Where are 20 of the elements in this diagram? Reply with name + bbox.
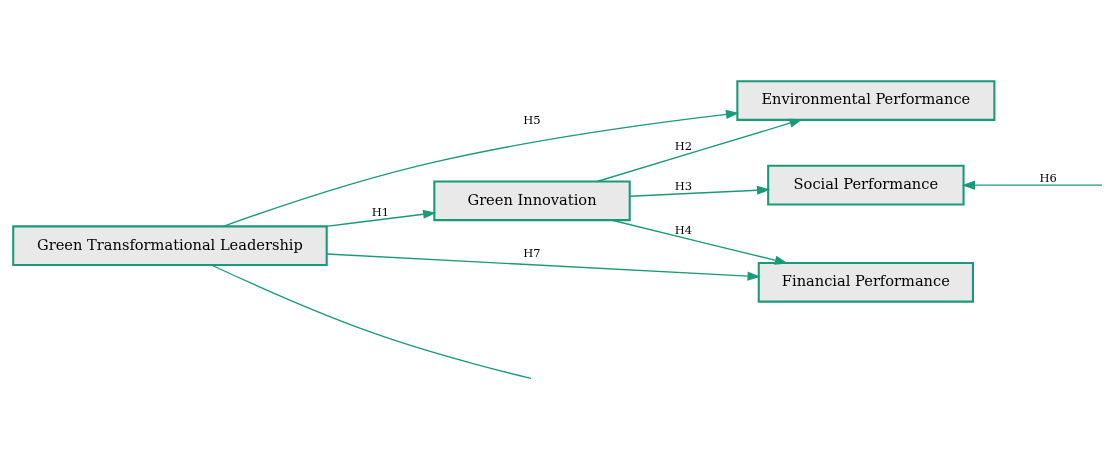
connector — [211, 264, 532, 379]
node-box: Environmental Performance — [736, 79, 996, 121]
edge-label: H5 — [523, 112, 541, 127]
arrow — [325, 209, 437, 227]
node-box: Green Transformational Leadership — [12, 224, 328, 266]
edge-label: H4 — [674, 222, 693, 237]
edge-label: H7 — [523, 245, 541, 260]
arrow — [596, 118, 803, 182]
arrow — [222, 109, 740, 227]
arrow — [961, 180, 1103, 190]
edge-label: H6 — [1039, 170, 1057, 185]
arrow — [611, 219, 789, 265]
node-box: Social Performance — [767, 164, 965, 205]
edge-label: H3 — [674, 178, 693, 193]
edge-label: H2 — [674, 138, 693, 153]
edge-label: H1 — [371, 204, 390, 219]
node-box: Financial Performance — [757, 261, 974, 303]
arrow — [326, 252, 761, 281]
arrow — [629, 185, 771, 197]
node-box: Green Innovation — [433, 179, 631, 221]
